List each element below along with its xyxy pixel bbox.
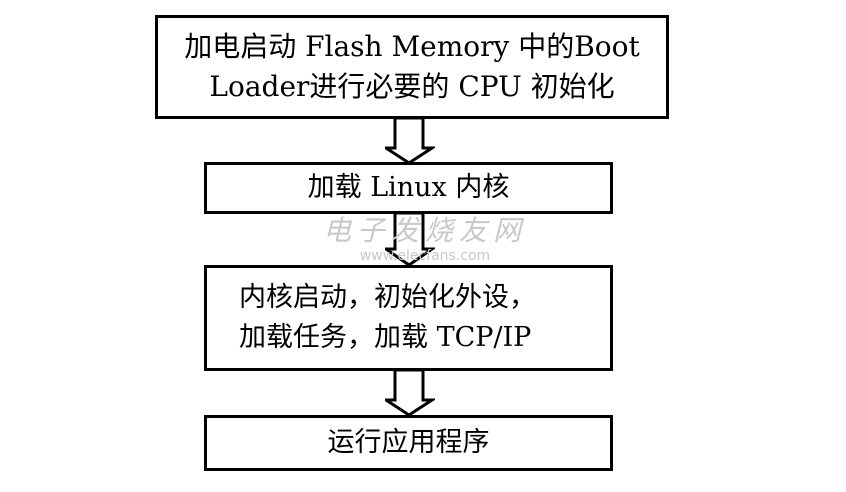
step-1-box: 加电启动 Flash Memory 中的Boot Loader进行必要的 CPU… <box>155 15 669 119</box>
arrow-down-1 <box>385 118 435 164</box>
step-4-line-1: 运行应用程序 <box>327 427 490 458</box>
step-1-line-1: 加电启动 Flash Memory 中的Boot <box>184 30 640 63</box>
step-3-line-1: 内核启动，初始化外设， <box>239 282 536 313</box>
step-3-line-2: 加载任务，加载 TCP/IP <box>239 322 532 353</box>
step-2-line-1: 加载 Linux 内核 <box>307 172 510 203</box>
arrow-down-2 <box>385 213 435 266</box>
watermark-url: www.elecfans.com <box>359 248 491 264</box>
arrow-down-3 <box>385 370 435 416</box>
step-4-box: 运行应用程序 <box>204 415 613 471</box>
step-2-box: 加载 Linux 内核 <box>204 162 613 214</box>
watermark-title: 电子发烧友网 <box>322 214 527 247</box>
step-3-box: 内核启动，初始化外设， 加载任务，加载 TCP/IP <box>204 265 613 371</box>
step-1-line-2: Loader进行必要的 CPU 初始化 <box>209 70 615 103</box>
